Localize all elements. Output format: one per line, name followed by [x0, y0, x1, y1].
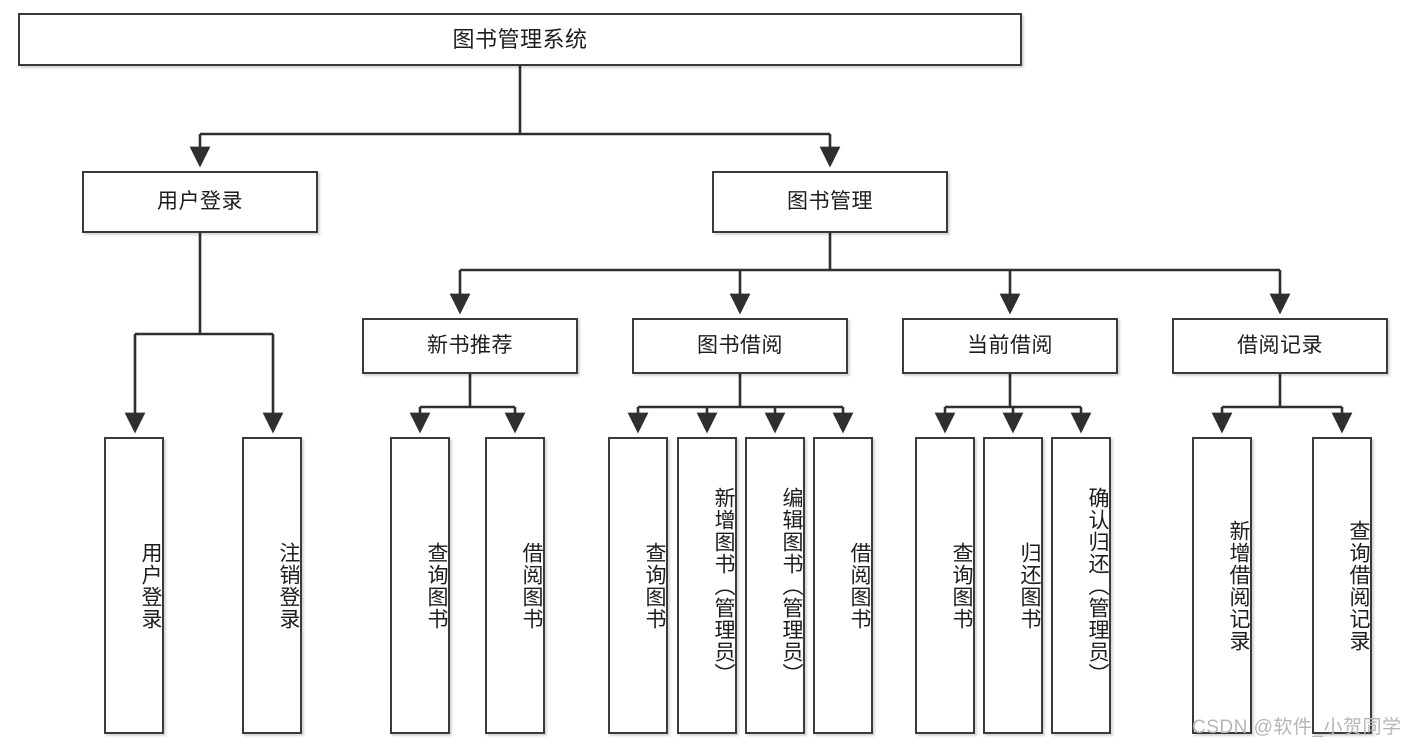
- node-leaf-edit-book-admin-label: 编辑图书（管理员）: [780, 486, 803, 685]
- node-book-management[interactable]: 图书管理: [712, 171, 948, 233]
- node-leaf-add-borrow-record-label: 新增借阅记录: [1227, 519, 1250, 652]
- node-leaf-logout-login[interactable]: 注销登录: [242, 437, 302, 734]
- node-book-borrow-label: 图书借阅: [697, 333, 783, 357]
- node-borrow-record[interactable]: 借阅记录: [1172, 318, 1388, 374]
- node-user-login[interactable]: 用户登录: [82, 171, 318, 233]
- node-book-borrow[interactable]: 图书借阅: [632, 318, 848, 374]
- node-root[interactable]: 图书管理系统: [18, 13, 1022, 66]
- node-leaf-borrow-book-1[interactable]: 借阅图书: [485, 437, 545, 734]
- node-leaf-query-book-1-label: 查询图书: [425, 541, 448, 630]
- node-leaf-query-book-1[interactable]: 查询图书: [390, 437, 450, 734]
- node-borrow-record-label: 借阅记录: [1237, 333, 1323, 357]
- node-leaf-query-book-3-label: 查询图书: [950, 541, 973, 630]
- node-leaf-query-book-3[interactable]: 查询图书: [915, 437, 975, 734]
- node-user-login-label: 用户登录: [157, 189, 243, 213]
- node-leaf-borrow-book-1-label: 借阅图书: [520, 541, 543, 630]
- node-leaf-add-borrow-record[interactable]: 新增借阅记录: [1192, 437, 1252, 734]
- node-leaf-user-login-label: 用户登录: [139, 541, 162, 630]
- node-leaf-borrow-book-2[interactable]: 借阅图书: [813, 437, 873, 734]
- node-new-book-recommend-label: 新书推荐: [427, 333, 513, 357]
- node-leaf-return-book-label: 归还图书: [1018, 541, 1041, 630]
- node-leaf-return-book[interactable]: 归还图书: [983, 437, 1043, 734]
- node-leaf-borrow-book-2-label: 借阅图书: [848, 541, 871, 630]
- node-leaf-confirm-return-admin-label: 确认归还（管理员）: [1086, 486, 1109, 685]
- node-leaf-add-book-admin-label: 新增图书（管理员）: [712, 486, 735, 685]
- node-leaf-logout-login-label: 注销登录: [277, 541, 300, 630]
- node-current-borrow[interactable]: 当前借阅: [902, 318, 1118, 374]
- node-root-label: 图书管理系统: [452, 26, 588, 52]
- node-leaf-query-book-2[interactable]: 查询图书: [608, 437, 668, 734]
- node-book-management-label: 图书管理: [787, 189, 873, 213]
- node-leaf-user-login[interactable]: 用户登录: [104, 437, 164, 734]
- node-leaf-query-borrow-record[interactable]: 查询借阅记录: [1312, 437, 1372, 734]
- node-leaf-query-book-2-label: 查询图书: [643, 541, 666, 630]
- node-leaf-add-book-admin[interactable]: 新增图书（管理员）: [677, 437, 737, 734]
- node-leaf-confirm-return-admin[interactable]: 确认归还（管理员）: [1051, 437, 1111, 734]
- node-current-borrow-label: 当前借阅: [967, 333, 1053, 357]
- watermark: CSDN @软件_小贺同学: [1192, 717, 1402, 738]
- node-leaf-edit-book-admin[interactable]: 编辑图书（管理员）: [745, 437, 805, 734]
- node-leaf-query-borrow-record-label: 查询借阅记录: [1347, 519, 1370, 652]
- node-new-book-recommend[interactable]: 新书推荐: [362, 318, 578, 374]
